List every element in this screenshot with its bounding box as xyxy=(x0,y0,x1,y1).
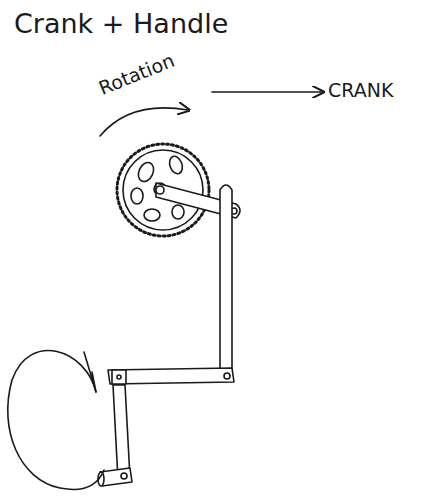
diagram-title: Crank + Handle xyxy=(14,8,228,39)
connecting-rod xyxy=(220,185,232,380)
crank-pointer xyxy=(212,91,322,93)
part-label: CRANK xyxy=(328,80,393,102)
handle-rotation-arrow xyxy=(8,350,104,489)
rotation-label: Rotation xyxy=(96,50,178,100)
horizontal-link xyxy=(108,368,234,384)
rotation-arrow xyxy=(100,108,188,136)
handle-arrowhead xyxy=(84,352,96,392)
crank-wheel xyxy=(117,144,209,236)
